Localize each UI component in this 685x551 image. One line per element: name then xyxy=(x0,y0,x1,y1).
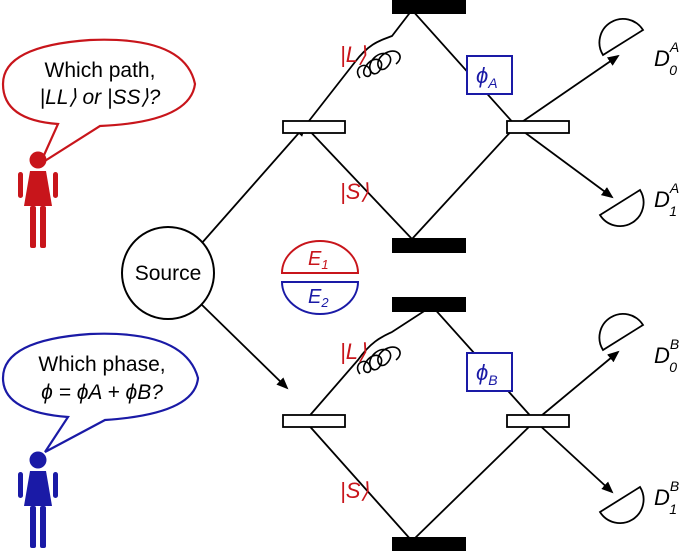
bottom-output-beam-splitter xyxy=(506,414,570,428)
alice-speech-bubble: Which path, |LL⟩ or |SS⟩? xyxy=(1,38,197,167)
bottom-interferometer-beams xyxy=(200,303,620,542)
bottom-input-beam-splitter xyxy=(282,414,346,428)
detector-a0-icon xyxy=(598,18,645,57)
svg-text:ϕA: ϕA xyxy=(476,63,498,91)
bob-question-line2: ϕ = ϕA + ϕB? xyxy=(41,381,163,404)
top-phase-subscript: A xyxy=(487,75,497,91)
bob-speech-bubble: Which phase, ϕ = ϕA + ϕB? xyxy=(1,332,200,453)
energy-lower-subscript: 2 xyxy=(320,295,329,310)
top-short-arm-mirror xyxy=(392,238,466,253)
top-output-beam-splitter xyxy=(506,120,570,134)
alice-person-icon xyxy=(18,151,58,248)
bottom-phase-symbol: ϕ xyxy=(476,360,488,385)
alice-question-line1: Which path, xyxy=(45,59,156,82)
top-long-path-label: |L⟩ xyxy=(340,42,367,67)
detector-b1-icon xyxy=(598,485,645,524)
top-input-beam-splitter xyxy=(282,120,346,134)
source-label: Source xyxy=(135,262,202,285)
energy-upper-letter: E xyxy=(308,248,322,270)
bottom-phase-shifter: ϕB xyxy=(466,352,513,392)
top-long-arm-mirror xyxy=(392,0,466,14)
bottom-phase-subscript: B xyxy=(488,372,497,388)
bob-question-line1: Which phase, xyxy=(38,353,165,376)
source-to-top-splitter-beam xyxy=(200,124,307,245)
top-interferometer-beams xyxy=(200,8,620,245)
bottom-short-path-label: |S⟩ xyxy=(340,478,369,503)
energy-levels: E1 E2 xyxy=(280,240,360,315)
svg-text:ϕB: ϕB xyxy=(476,360,498,388)
top-fiber-coil-icon xyxy=(356,50,401,79)
bottom-short-arm-mirror xyxy=(392,537,466,551)
bottom-long-path-label: |L⟩ xyxy=(340,339,367,364)
photon-source: Source xyxy=(121,226,215,320)
svg-text:E2: E2 xyxy=(308,286,329,310)
detector-b0-icon xyxy=(598,313,645,352)
top-phase-symbol: ϕ xyxy=(476,63,488,88)
bob-person-icon xyxy=(18,451,58,548)
top-phase-shifter: ϕA xyxy=(466,55,513,95)
source-to-bottom-splitter-beam xyxy=(200,303,289,390)
detector-a1-icon xyxy=(598,188,645,227)
top-short-path-label: |S⟩ xyxy=(340,179,369,204)
bottom-long-arm-mirror xyxy=(392,297,466,312)
svg-text:E1: E1 xyxy=(308,248,329,272)
energy-upper-subscript: 1 xyxy=(321,257,328,272)
energy-lower-letter: E xyxy=(308,286,322,308)
alice-question-line2: |LL⟩ or |SS⟩? xyxy=(40,86,161,109)
bottom-fiber-coil-icon xyxy=(356,346,401,375)
